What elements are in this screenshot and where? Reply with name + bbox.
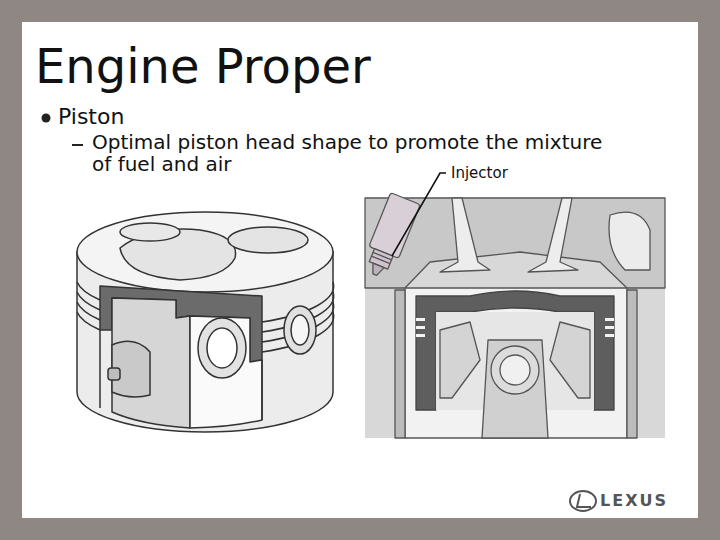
lexus-emblem (570, 491, 596, 511)
brand-logo-text: LEXUS (600, 491, 668, 511)
sub-bullet-text: Optimal piston head shape to promote the… (92, 131, 617, 175)
engine-cross-section (360, 193, 665, 438)
piston-cutaway (77, 212, 334, 432)
slide-title: Engine Proper (35, 40, 371, 92)
bullet-text: Piston (58, 104, 124, 130)
leader-line (392, 173, 446, 256)
part-label: Injector (449, 164, 510, 182)
